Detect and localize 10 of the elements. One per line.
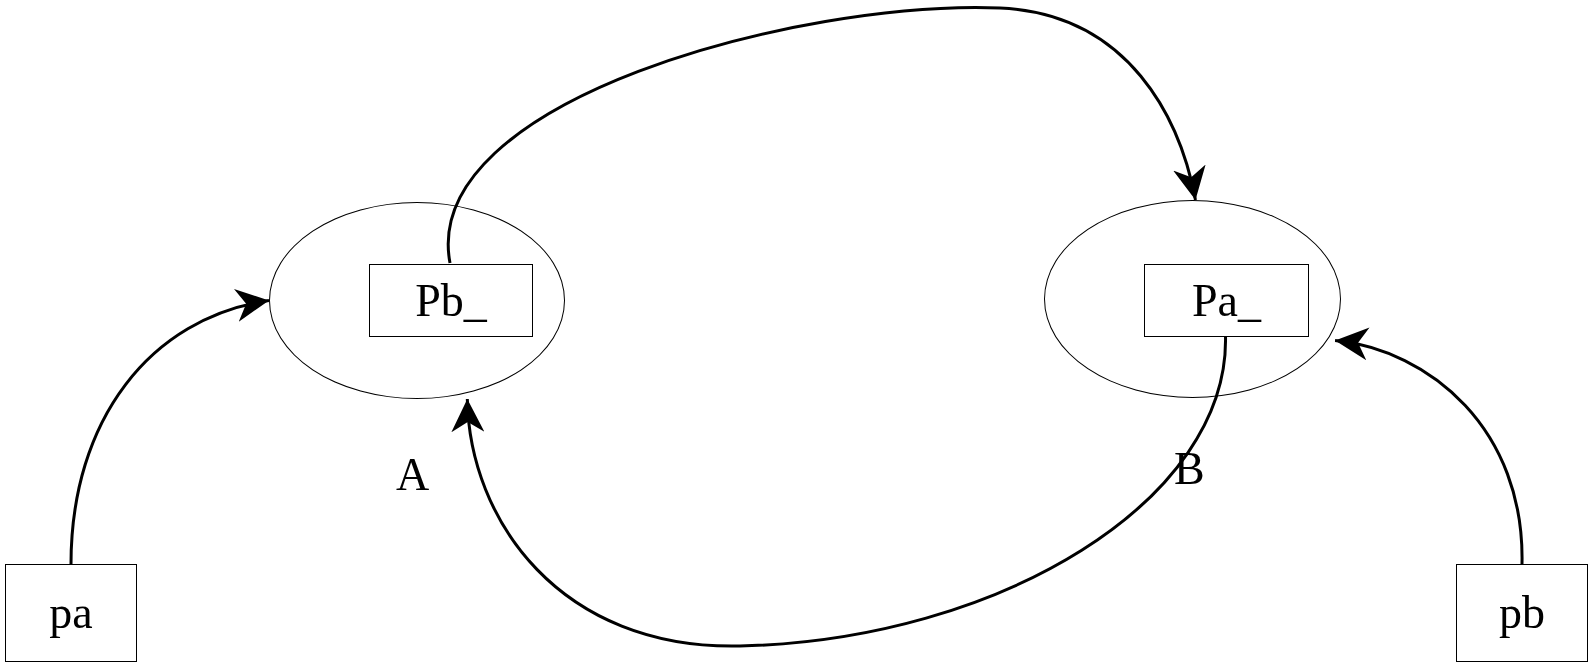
curved-arrow	[69, 291, 270, 565]
curved-arrow	[448, 6, 1205, 263]
label-box: Pb_	[369, 264, 533, 337]
curved-arrow	[453, 335, 1227, 648]
ellipse-node	[269, 202, 565, 399]
label-box: pb	[1456, 564, 1588, 662]
label-box: Pa_	[1144, 264, 1309, 337]
node-label: A	[396, 452, 430, 498]
curved-arrow	[1334, 329, 1524, 565]
label-box: pa	[5, 564, 137, 662]
